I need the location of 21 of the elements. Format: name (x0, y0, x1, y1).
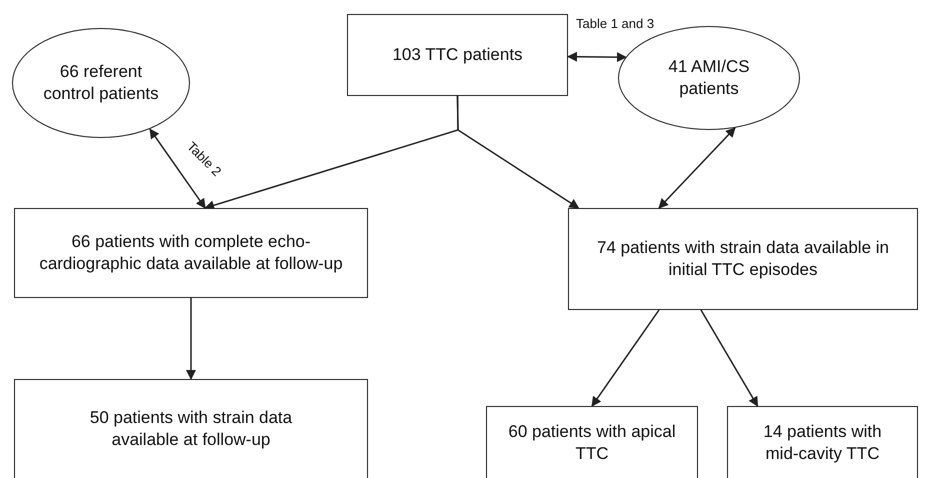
arrow (567, 52, 627, 62)
arrow (456, 96, 580, 209)
arrow (658, 127, 736, 209)
arrow (591, 310, 660, 407)
node-text: 41 AMI/CS patients (667, 56, 751, 100)
process-box (568, 208, 918, 310)
process-box (486, 406, 698, 478)
arrow (149, 128, 206, 209)
process-box (14, 208, 368, 298)
arrow (700, 310, 758, 407)
arrow (186, 298, 196, 380)
node-text: 103 TTC patients (392, 44, 523, 66)
node-text: 60 patients with apical TTC (507, 420, 677, 464)
process-box (727, 406, 918, 478)
node-text: 50 patients with strain data available at follow-up (88, 407, 294, 451)
node-text: 66 patients with complete echo-cardiographic data available at follow-up (38, 231, 344, 275)
process-box (14, 379, 368, 478)
node-text: 14 patients with mid-cavity TTC (762, 420, 883, 464)
process-box (347, 14, 568, 96)
node-text: 66 referent control patients (43, 61, 159, 105)
node-text: 74 patients with strain data available in initial TTC episodes (596, 237, 890, 281)
